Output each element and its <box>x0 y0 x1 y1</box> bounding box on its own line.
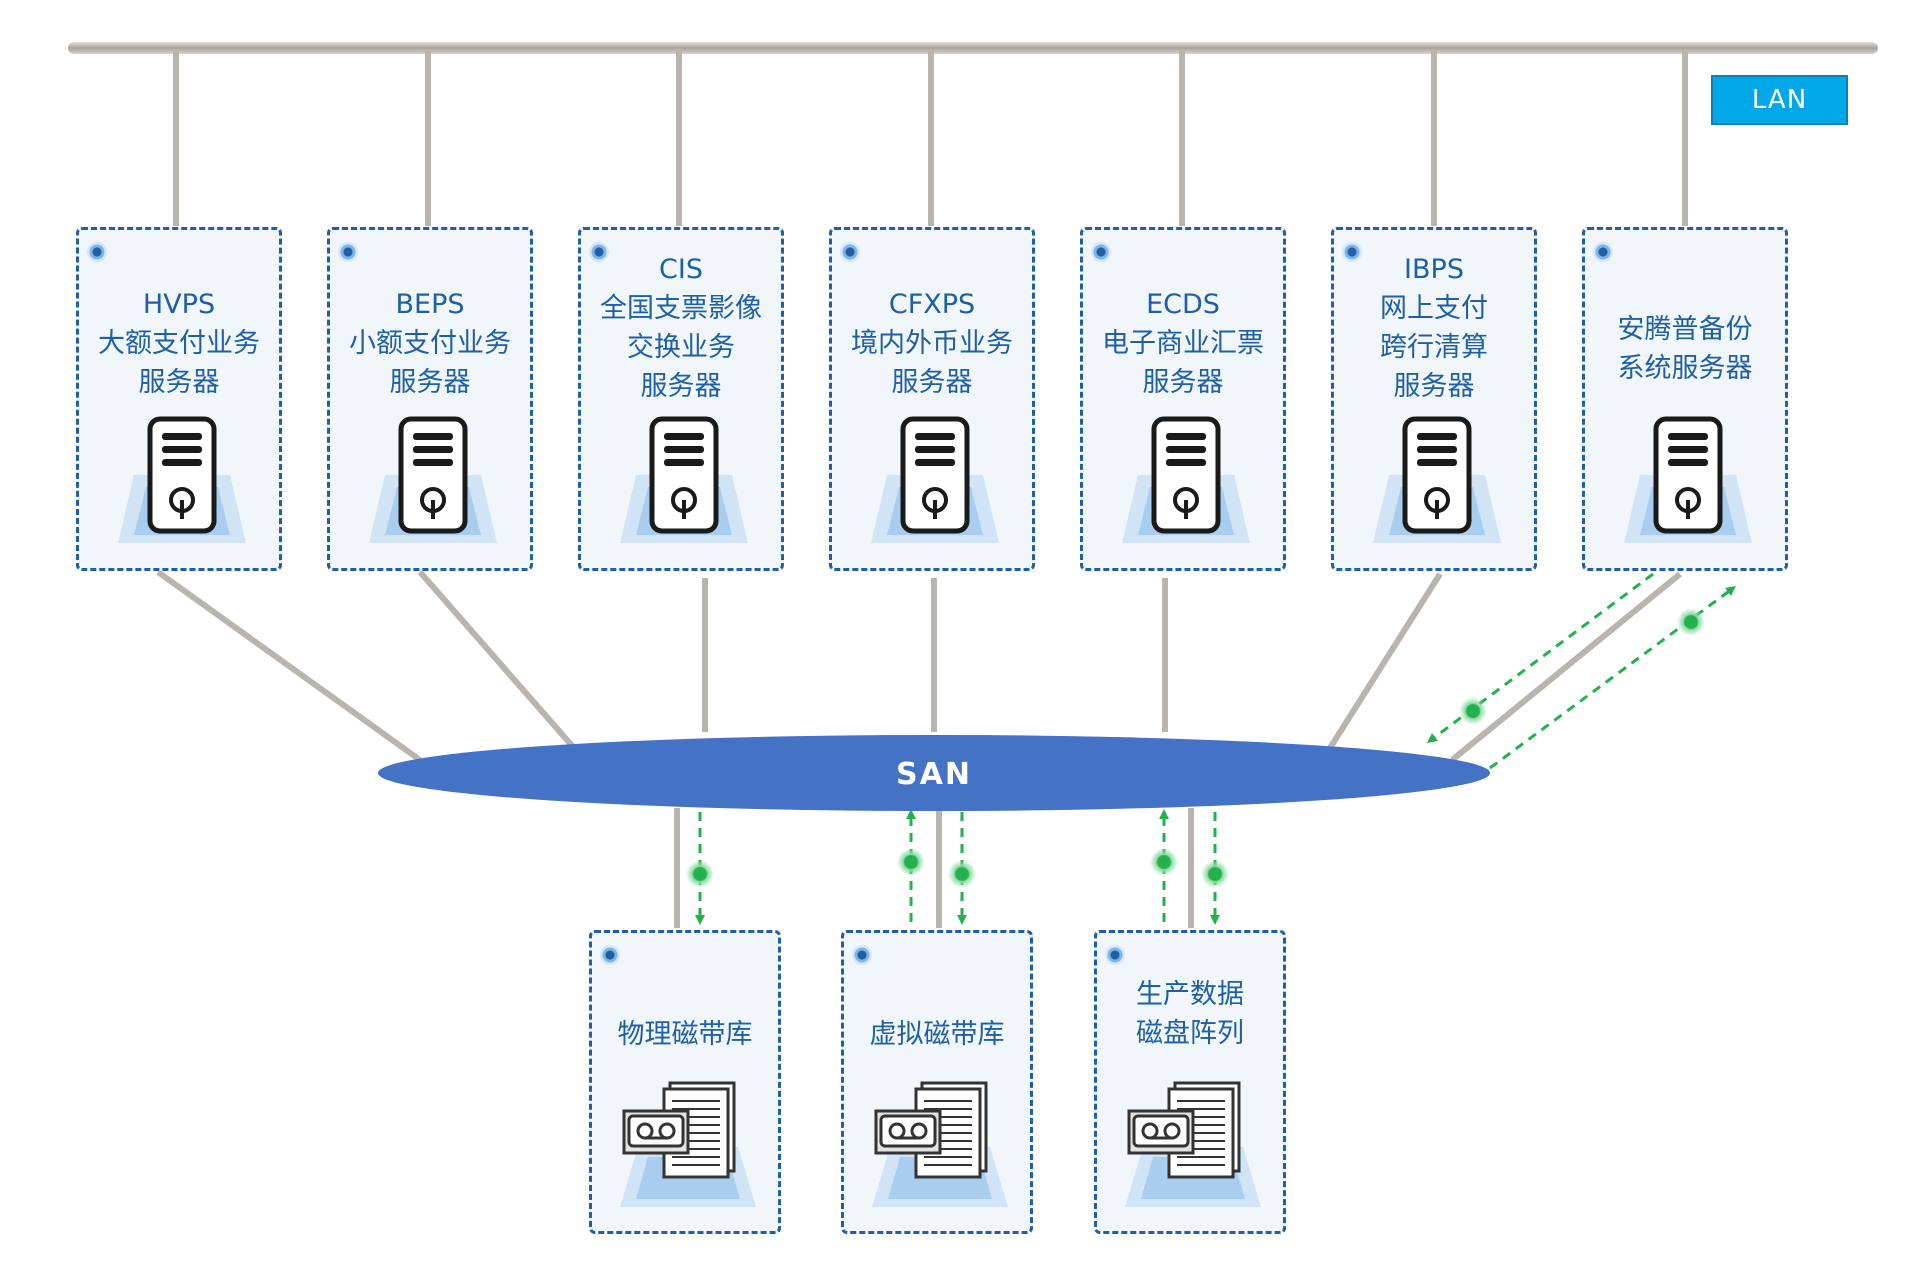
san-label: SAN <box>896 757 972 792</box>
lan-bus <box>68 42 1878 54</box>
tape-library-icon <box>1125 1081 1261 1207</box>
status-dot-icon <box>852 945 872 965</box>
san-link-hvps <box>156 569 422 763</box>
status-dot-icon <box>589 242 609 262</box>
storage-box-physical-tape: 物理磁带库 <box>589 930 781 1234</box>
flow-marker <box>1150 848 1178 876</box>
flow-marker <box>897 848 925 876</box>
status-dot-icon <box>1105 945 1125 965</box>
status-dot-icon <box>87 242 107 262</box>
flow-marker <box>1201 860 1229 888</box>
storage-label: 物理磁带库 <box>617 1019 753 1050</box>
tape-library-icon <box>620 1081 756 1207</box>
status-dot-icon <box>1593 242 1613 262</box>
status-dot-icon <box>840 242 860 262</box>
server-tower-icon <box>118 416 246 543</box>
san-link-backup <box>1450 571 1682 763</box>
storage-label: 虚拟磁带库 <box>869 1019 1005 1050</box>
status-dot-icon <box>1342 242 1362 262</box>
flow-marker <box>686 860 714 888</box>
server-tower-icon <box>369 416 497 543</box>
status-dot-icon <box>600 945 620 965</box>
server-tower-icon <box>620 416 748 543</box>
storage-box-disk-array: 生产数据磁盘阵列 <box>1094 930 1286 1234</box>
server-tower-icon <box>871 416 999 543</box>
storage-label: 生产数据磁盘阵列 <box>1136 979 1244 1049</box>
server-tower-icon <box>1624 416 1752 543</box>
server-tower-icon <box>1122 416 1250 543</box>
san-ellipse <box>378 735 1490 811</box>
server-box-backup: 安腾普备份系统服务器 <box>1582 227 1788 571</box>
san-link-beps <box>417 570 577 750</box>
status-dot-icon <box>338 242 358 262</box>
tape-library-icon <box>872 1081 1008 1207</box>
flow-marker <box>948 860 976 888</box>
flow-marker <box>1459 697 1487 725</box>
server-label: 安腾普备份系统服务器 <box>1617 314 1753 384</box>
flow-marker <box>1677 608 1705 636</box>
storage-box-virtual-tape: 虚拟磁带库 <box>841 930 1033 1234</box>
server-tower-icon <box>1373 416 1501 543</box>
status-dot-icon <box>1091 242 1111 262</box>
san-link-ibps <box>1327 572 1443 750</box>
flow-san-to-backup <box>1489 586 1737 770</box>
lan-label: LAN <box>1711 75 1848 125</box>
